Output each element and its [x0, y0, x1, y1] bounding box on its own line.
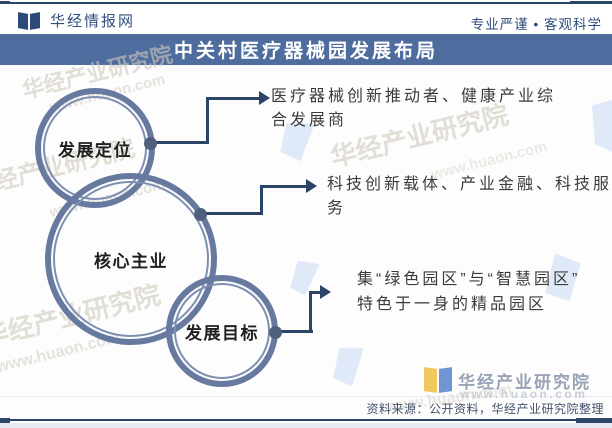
page-title: 中关村医疗器械园发展布局	[173, 41, 438, 62]
annotation-line: 务	[327, 200, 347, 217]
annotation-positioning: 医疗器械创新推动者、健康产业综 合发展商	[271, 85, 556, 133]
arrow-icon	[306, 179, 317, 193]
bottom-strip	[0, 423, 612, 428]
arrow-icon	[320, 285, 331, 299]
connector-dot	[144, 137, 157, 150]
footer-logo-icon	[424, 366, 454, 394]
annotation-line: 合发展商	[271, 112, 348, 129]
connector-line	[206, 97, 209, 144]
header-tagline: 专业严谨 • 客观科学	[470, 17, 602, 32]
top-rule-left-cap	[0, 1, 10, 6]
footer-logo-name: 华经产业研究院	[458, 373, 591, 392]
arrow-icon	[259, 91, 270, 105]
connector-dot	[194, 208, 207, 221]
annotation-core-business: 科技创新载体、产业金融、科技服 务	[327, 173, 612, 221]
title-bar: 中关村医疗器械园发展布局	[0, 34, 612, 65]
connector-line	[206, 97, 259, 100]
connector-line	[150, 141, 209, 144]
circle-label: 发展定位	[58, 140, 132, 160]
decor-shape	[332, 343, 364, 387]
source-note: 资料来源：公开资料，华经产业研究院整理	[366, 402, 604, 416]
bottom-rule	[0, 419, 612, 421]
top-rule	[0, 2, 612, 4]
brand-name: 华经情报网	[50, 13, 136, 30]
connector-line	[200, 212, 263, 215]
header: 华经情报网 专业严谨 • 客观科学	[0, 4, 612, 34]
connector-dot	[269, 326, 282, 339]
connector-line	[260, 185, 306, 188]
circle-label: 发展目标	[185, 323, 259, 343]
circle-development-goal: 发展目标	[166, 275, 278, 387]
circle-core-business: 核心主业	[45, 173, 217, 345]
annotation-goal: 集“绿色园区”与“智慧园区” 特色于一身的精品园区	[357, 267, 580, 317]
annotation-line: 科技创新载体、产业金融、科技服	[327, 176, 612, 193]
brand-logo-icon	[18, 11, 42, 31]
separator-line	[0, 396, 612, 397]
connector-line	[309, 291, 321, 294]
connector-line	[260, 185, 263, 215]
annotation-line: 特色于一身的精品园区	[357, 296, 548, 313]
brand: 华经情报网	[18, 10, 135, 31]
circle-label: 核心主业	[94, 251, 168, 271]
annotation-line: 集“绿色园区”与“智慧园区”	[357, 271, 581, 288]
connector-line	[275, 330, 313, 333]
connector-line	[309, 291, 312, 333]
bottom-rule-right-cap	[576, 418, 612, 423]
footer-logo-url: www.huaon.com	[460, 387, 588, 401]
top-rule-right-cap	[570, 1, 612, 6]
annotation-line: 医疗器械创新推动者、健康产业综	[271, 88, 557, 105]
decor-shape	[592, 100, 612, 152]
bottom-rule-left-cap	[0, 418, 10, 423]
footer-logo: 华经产业研究院 www.huaon.com	[424, 366, 589, 401]
